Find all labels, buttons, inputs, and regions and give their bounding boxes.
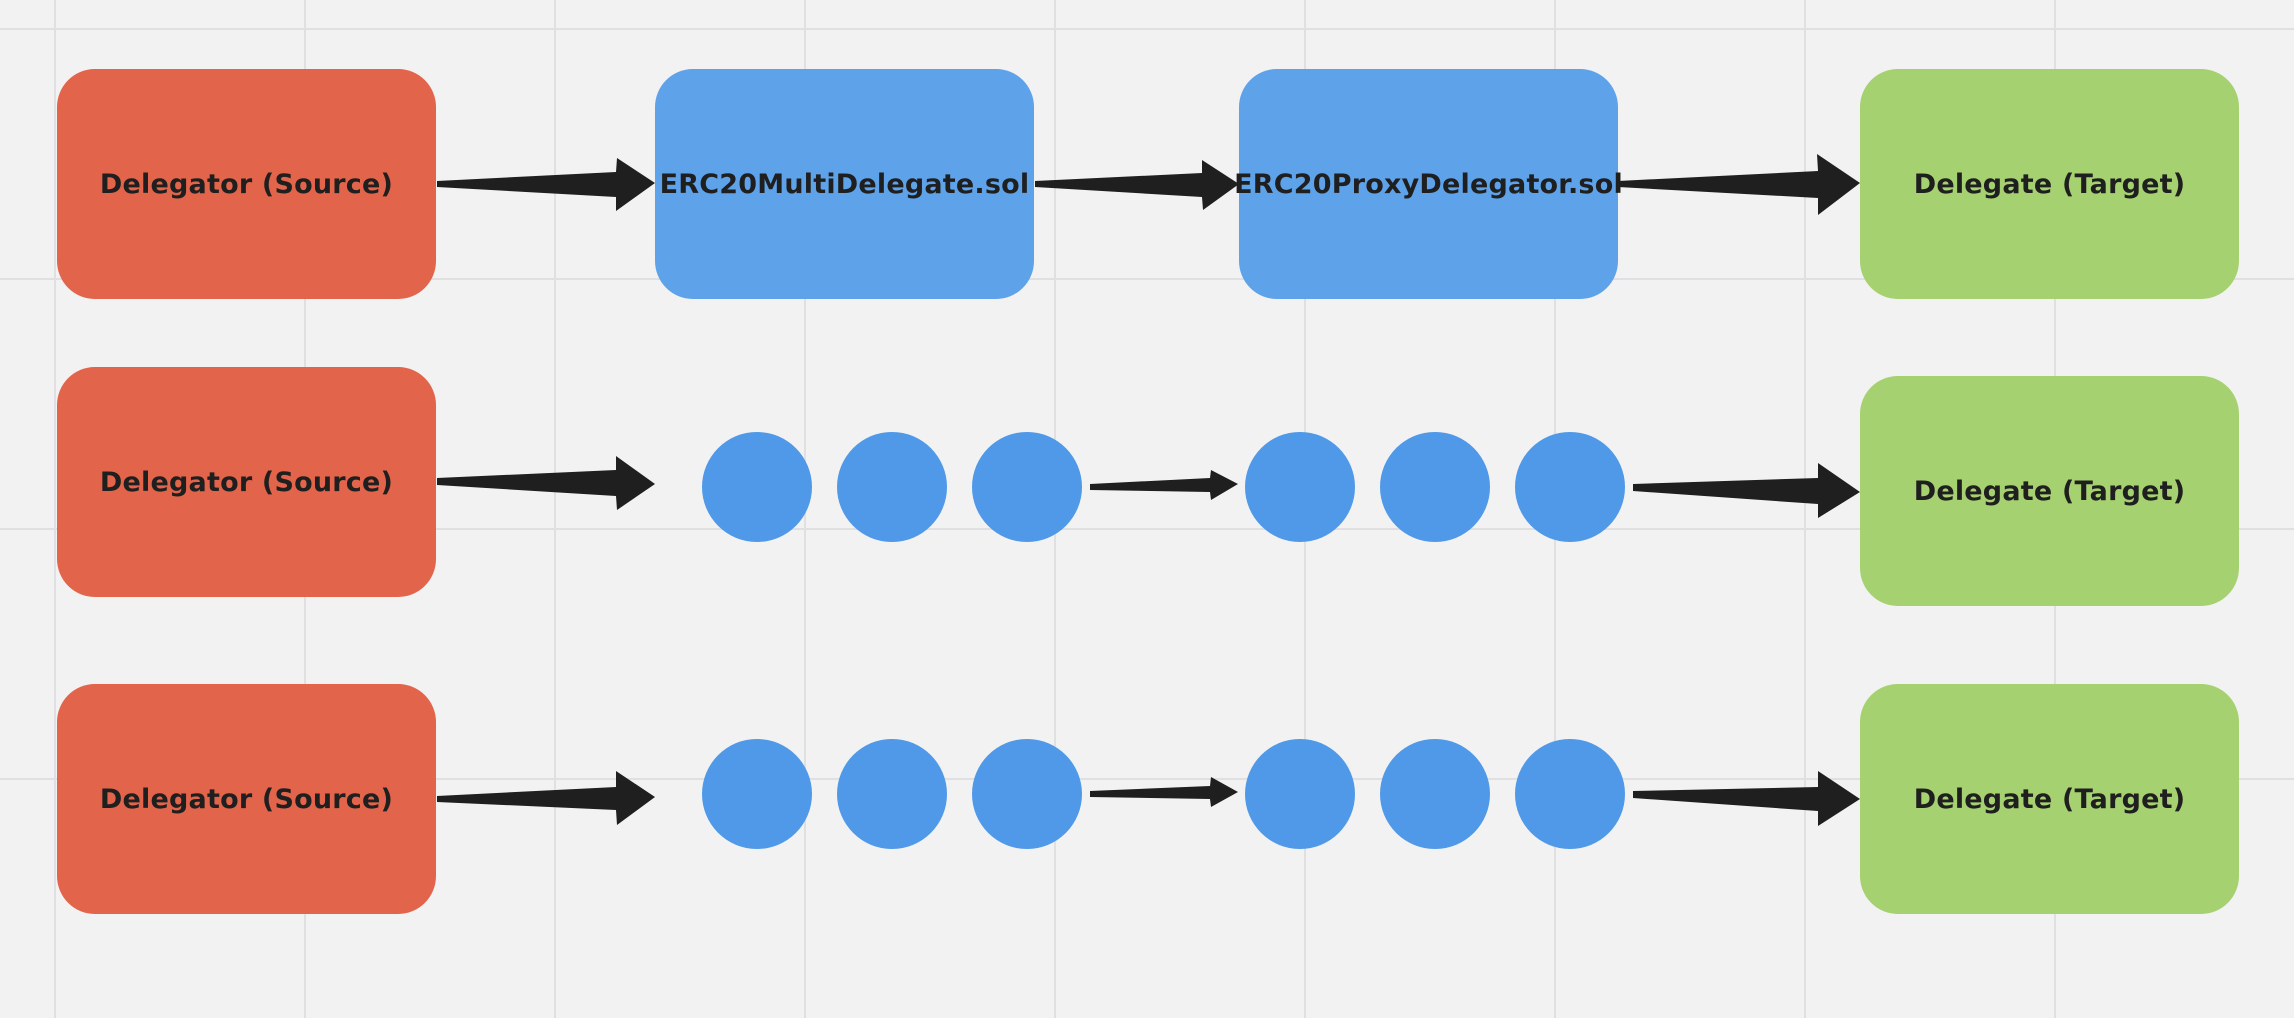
node-label: Delegate (Target) <box>1913 475 2186 507</box>
node-label: ERC20ProxyDelegator.sol <box>1234 168 1623 200</box>
node-label: ERC20MultiDelegate.sol <box>659 168 1030 200</box>
erc20-proxy-delegator-node[interactable]: ERC20ProxyDelegator.sol <box>1234 69 1623 299</box>
multi-delegate-instance-dot[interactable] <box>972 739 1082 849</box>
multi-delegate-instance-dot[interactable] <box>972 432 1082 542</box>
proxy-delegator-instance-dot[interactable] <box>1245 432 1355 542</box>
arrow-source-to-multi-delegate-dots <box>437 456 655 510</box>
arrow-multi-delegate-dots-to-proxy-dots <box>1090 777 1238 807</box>
proxy-delegator-instance-dot[interactable] <box>1515 739 1625 849</box>
arrow-multi-delegate-dots-to-proxy-dots <box>1090 470 1238 500</box>
delegator-source-node[interactable]: Delegator (Source) <box>57 69 436 299</box>
proxy-delegator-instance-dot[interactable] <box>1380 739 1490 849</box>
arrow-source-to-multi-delegate-dots <box>437 771 655 825</box>
proxy-delegator-instance-dot[interactable] <box>1515 432 1625 542</box>
proxy-delegator-instance-dot[interactable] <box>1380 432 1490 542</box>
arrow-proxy-dots-to-target <box>1633 771 1860 826</box>
delegate-target-node[interactable]: Delegate (Target) <box>1860 69 2239 299</box>
multi-delegate-instance-dot[interactable] <box>702 432 812 542</box>
arrow-proxy-dots-to-target <box>1633 463 1860 518</box>
node-label: Delegator (Source) <box>99 466 394 498</box>
node-label: Delegate (Target) <box>1913 783 2186 815</box>
node-label: Delegator (Source) <box>99 168 394 200</box>
erc20-multi-delegate-node[interactable]: ERC20MultiDelegate.sol <box>655 69 1034 299</box>
delegate-target-node[interactable]: Delegate (Target) <box>1860 684 2239 914</box>
delegator-source-node[interactable]: Delegator (Source) <box>57 367 436 597</box>
arrow-source-to-multi-delegate <box>437 158 655 211</box>
delegator-source-node[interactable]: Delegator (Source) <box>57 684 436 914</box>
node-label: Delegate (Target) <box>1913 168 2186 200</box>
arrow-proxy-delegator-to-target <box>1618 154 1860 215</box>
delegate-target-node[interactable]: Delegate (Target) <box>1860 376 2239 606</box>
node-label: Delegator (Source) <box>99 783 394 815</box>
multi-delegate-instance-dot[interactable] <box>702 739 812 849</box>
proxy-delegator-instance-dot[interactable] <box>1245 739 1355 849</box>
multi-delegate-instance-dot[interactable] <box>837 739 947 849</box>
arrow-multi-delegate-to-proxy-delegator <box>1035 160 1239 210</box>
multi-delegate-instance-dot[interactable] <box>837 432 947 542</box>
